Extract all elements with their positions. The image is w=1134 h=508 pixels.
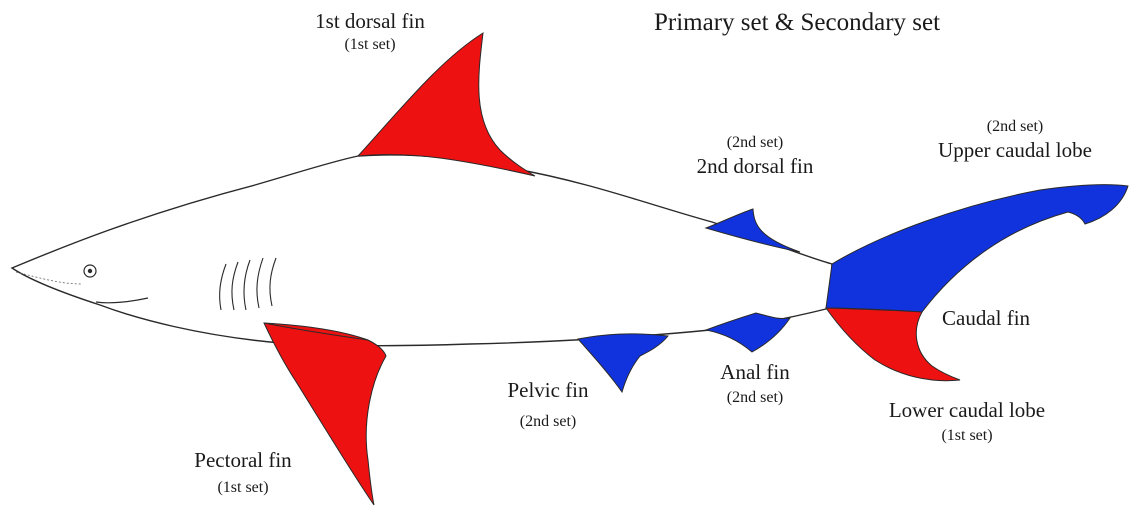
lower-caudal-lobe	[826, 308, 960, 381]
upper-caudal-name: Upper caudal lobe	[905, 138, 1125, 163]
first-dorsal-fin	[358, 33, 535, 176]
pelvic-name: Pelvic fin	[478, 378, 618, 403]
label-caudal-fin: Caudal fin	[942, 306, 1030, 331]
lower-caudal-name: Lower caudal lobe	[862, 398, 1072, 423]
upper-caudal-set: (2nd set)	[905, 118, 1125, 136]
diagram-title: Primary set & Secondary set	[654, 9, 940, 37]
upper-caudal-lobe	[826, 185, 1128, 312]
pelvic-set: (2nd set)	[478, 413, 618, 431]
pectoral-name: Pectoral fin	[158, 448, 328, 473]
shark-body	[12, 155, 832, 346]
anal-name: Anal fin	[690, 360, 820, 385]
anal-set: (2nd set)	[690, 389, 820, 407]
second-dorsal-set: (2nd set)	[660, 134, 850, 152]
label-upper-caudal-lobe: (2nd set) Upper caudal lobe	[905, 118, 1125, 163]
label-anal-fin: Anal fin (2nd set)	[690, 360, 820, 407]
eye-icon	[84, 265, 96, 277]
label-second-dorsal-fin: (2nd set) 2nd dorsal fin	[660, 134, 850, 179]
lower-caudal-set: (1st set)	[862, 427, 1072, 445]
first-dorsal-set: (1st set)	[290, 36, 450, 54]
first-dorsal-name: 1st dorsal fin	[290, 9, 450, 34]
pectoral-set: (1st set)	[158, 479, 328, 497]
label-first-dorsal-fin: 1st dorsal fin (1st set)	[290, 9, 450, 54]
label-lower-caudal-lobe: Lower caudal lobe (1st set)	[862, 398, 1072, 445]
second-dorsal-name: 2nd dorsal fin	[660, 154, 850, 179]
label-pelvic-fin: Pelvic fin (2nd set)	[478, 378, 618, 431]
label-pectoral-fin: Pectoral fin (1st set)	[158, 448, 328, 497]
